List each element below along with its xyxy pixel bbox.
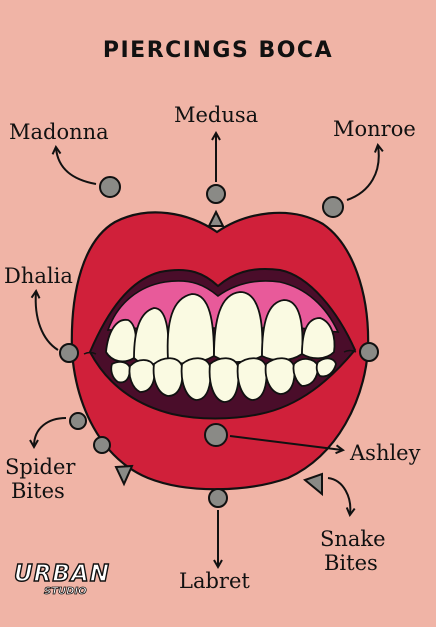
dhalia-right-stud xyxy=(359,342,379,362)
monroe-stud xyxy=(322,196,344,218)
spider-stud-upper xyxy=(69,412,87,430)
label-dhalia: Dhalia xyxy=(4,264,73,288)
dhalia-arrow xyxy=(36,292,59,351)
dhalia-left-stud xyxy=(59,343,79,363)
label-ashley: Ashley xyxy=(350,441,421,465)
ashley-stud xyxy=(204,423,228,447)
label-snake-bites: Snake Bites xyxy=(320,527,386,575)
snake-spike xyxy=(302,472,323,497)
tooth xyxy=(208,357,240,403)
monroe-arrow xyxy=(346,146,379,201)
lower-teeth xyxy=(110,357,337,403)
lip-line xyxy=(83,349,357,355)
tooth xyxy=(315,357,337,378)
spider-arrow xyxy=(34,417,67,446)
tooth xyxy=(301,317,336,360)
tooth xyxy=(128,359,156,393)
label-labret: Labret xyxy=(179,569,250,593)
label-spider-line2: Bites xyxy=(11,479,65,504)
label-spider-bites: Spider Bites xyxy=(5,455,75,503)
madonna-arrow xyxy=(56,148,97,185)
snake-arrow xyxy=(327,477,350,514)
logo-main-text: URBAN xyxy=(13,560,110,587)
tooth xyxy=(264,357,296,395)
label-medusa: Medusa xyxy=(174,103,259,127)
medusa-stud xyxy=(206,184,226,204)
label-monroe: Monroe xyxy=(333,117,416,141)
upper-teeth xyxy=(105,291,336,366)
madonna-stud xyxy=(99,176,121,198)
label-madonna: Madonna xyxy=(9,120,109,144)
tooth xyxy=(152,357,184,397)
label-arrows xyxy=(34,134,379,566)
logo-sub-text: STUDIO xyxy=(44,586,87,598)
label-snake-line2: Bites xyxy=(324,551,378,576)
label-snake-line1: Snake xyxy=(320,527,386,551)
spider-stud-lower xyxy=(93,436,111,454)
tooth xyxy=(110,361,131,384)
spider-spike xyxy=(114,464,134,487)
tooth xyxy=(236,357,268,401)
label-spider-line1: Spider xyxy=(5,455,76,479)
tooth xyxy=(292,358,319,387)
tooth xyxy=(180,357,212,401)
labret-stud xyxy=(208,488,228,508)
urban-studio-logo: URBAN STUDIO xyxy=(13,560,112,605)
medusa-spike xyxy=(207,209,225,227)
piercing-studs xyxy=(59,176,379,508)
ashley-arrow xyxy=(229,435,342,450)
diagram-title: PIERCINGS BOCA xyxy=(102,38,334,63)
